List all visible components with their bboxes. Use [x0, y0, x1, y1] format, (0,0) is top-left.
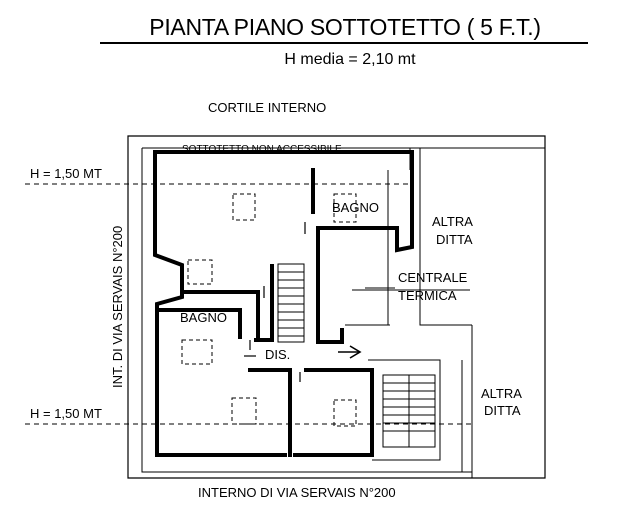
other-company-label-lower-line2: DITTA: [484, 403, 521, 418]
inaccessible-attic-label: SOTTOTETTO NON ACCESSIBILE: [182, 144, 342, 155]
boiler-room-label-line1: CENTRALE: [398, 270, 468, 285]
height-label-top: H = 1,50 MT: [30, 166, 102, 181]
plan-title: PIANTA PIANO SOTTOTETTO ( 5 F.T.): [149, 14, 541, 40]
site-boundary: [127, 135, 546, 479]
bottom-street-label: INTERNO DI VIA SERVAIS N°200: [198, 485, 396, 500]
title-underline: [100, 42, 588, 44]
door-marks: [244, 222, 306, 382]
inner-thin-lines: [141, 147, 545, 478]
entrance-arrow-icon: [338, 345, 362, 359]
light-symbols: [181, 193, 357, 427]
central-stairs: [277, 263, 305, 343]
other-company-label-lower-line1: ALTRA: [481, 386, 522, 401]
thick-walls: [153, 150, 414, 457]
lower-stairs: [382, 374, 436, 448]
height-label-bottom: H = 1,50 MT: [30, 406, 102, 421]
boiler-room-label-line2: TERMICA: [398, 288, 457, 303]
courtyard-label: CORTILE INTERNO: [208, 100, 326, 115]
bathroom-label-lower: BAGNO: [180, 310, 227, 325]
hallway-label: DIS.: [265, 347, 290, 362]
side-street-label: INT. DI VIA SERVAIS N°200: [110, 226, 125, 388]
plan-subtitle: H media = 2,10 mt: [284, 51, 416, 68]
other-company-label-upper-line1: ALTRA: [432, 214, 473, 229]
other-company-label-upper-line2: DITTA: [436, 232, 473, 247]
bathroom-label-upper: BAGNO: [332, 200, 379, 215]
height-lines: [25, 183, 472, 425]
